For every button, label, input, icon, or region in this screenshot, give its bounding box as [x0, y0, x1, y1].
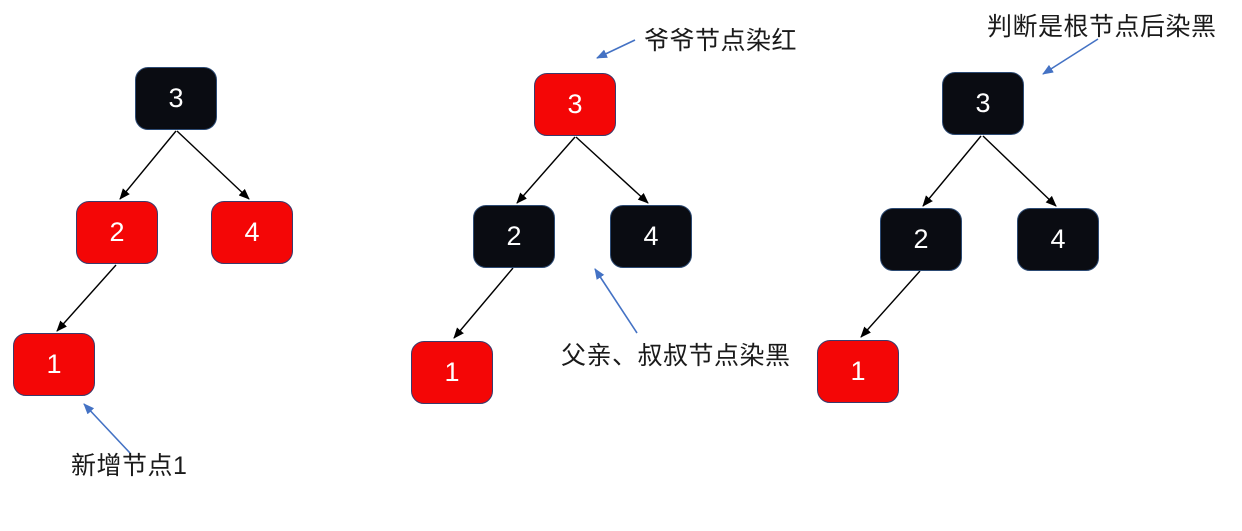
- tree1-node-2: 2: [76, 201, 158, 264]
- edge-tree2-2-1: [453, 267, 514, 339]
- tree3-node-1: 1: [817, 340, 899, 403]
- edge-tree3-2-1: [860, 270, 921, 338]
- edge-tree3-3-2: [922, 135, 982, 207]
- annotation-arrow-new-node: [83, 403, 131, 454]
- tree1-node-4: 4: [211, 201, 293, 264]
- edge-tree1-2-1: [56, 264, 117, 332]
- tree3-node-2: 2: [880, 208, 962, 271]
- tree2-node-1: 1: [411, 341, 493, 404]
- annotation-new-node-label: 新增节点1: [71, 452, 188, 480]
- edge-tree3-3-4: [982, 135, 1057, 207]
- tree1-node-3: 3: [135, 67, 217, 130]
- tree2-node-4: 4: [610, 205, 692, 268]
- annotation-root-black-label: 判断是根节点后染黑: [987, 13, 1217, 41]
- tree2-node-2: 2: [473, 205, 555, 268]
- annotation-arrow-root-black: [1042, 38, 1099, 75]
- annotation-grandparent-red-label: 爷爷节点染红: [644, 27, 798, 55]
- annotation-arrow-grandparent-red: [596, 39, 636, 59]
- tree1-node-1: 1: [13, 333, 95, 396]
- edge-tree2-3-2: [516, 136, 576, 204]
- edge-tree2-3-4: [575, 136, 649, 204]
- annotation-parent-uncle-black-label: 父亲、叔叔节点染黑: [561, 342, 791, 370]
- annotation-arrow-parent-uncle-black: [594, 268, 638, 334]
- tree3-node-4: 4: [1017, 208, 1099, 271]
- edge-tree1-3-2: [119, 130, 177, 200]
- tree2-node-3: 3: [534, 73, 616, 136]
- tree3-node-3: 3: [942, 72, 1024, 135]
- edge-tree1-3-4: [176, 130, 250, 200]
